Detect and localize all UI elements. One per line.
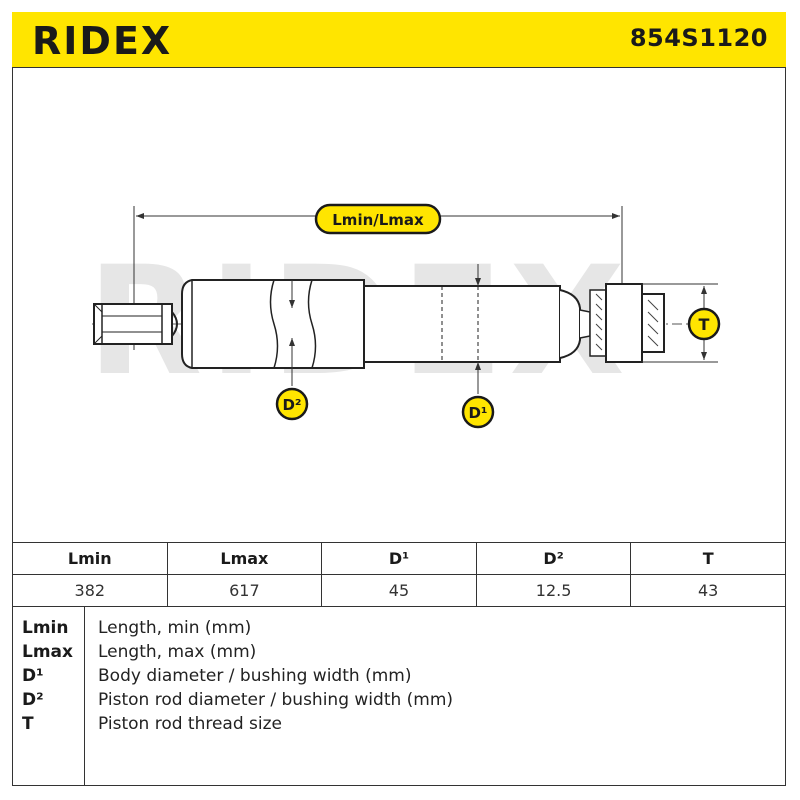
legend-desc-lmin: Length, min (mm)	[98, 618, 252, 638]
upper-tube	[363, 285, 591, 363]
value-lmin: 382	[12, 574, 168, 607]
length-arrow-right	[612, 213, 620, 219]
length-label-text: Lmin/Lmax	[332, 211, 424, 229]
d1-label: D¹	[461, 395, 495, 429]
legend-desc-d1: Body diameter / bushing width (mm)	[98, 666, 412, 686]
legend: Lmin Length, min (mm) Lmax Length, max (…	[12, 606, 786, 786]
d1-label-text: D¹	[468, 404, 487, 422]
part-number: 854S1120	[629, 24, 768, 52]
legend-code-lmax: Lmax	[22, 642, 73, 662]
legend-desc-d2: Piston rod diameter / bushing width (mm)	[98, 690, 454, 710]
header-bar: RIDEX 854S1120	[12, 12, 786, 68]
header-d1: D¹	[321, 542, 477, 575]
header-d2: D²	[475, 542, 632, 575]
value-lmax: 617	[166, 574, 323, 607]
t-label: T	[687, 307, 721, 341]
left-mount	[93, 303, 178, 345]
table-header-row: Lmin Lmax D¹ D² T	[12, 542, 786, 575]
body-tube	[181, 279, 365, 369]
header-lmin: Lmin	[12, 542, 168, 575]
value-d1: 45	[321, 574, 477, 607]
legend-code-d2: D²	[22, 690, 44, 710]
header-lmax: Lmax	[166, 542, 323, 575]
table-value-row: 382 617 45 12.5 43	[12, 574, 786, 607]
legend-code-d1: D¹	[22, 666, 44, 686]
header-t: T	[630, 542, 786, 575]
right-bushing	[589, 283, 665, 363]
legend-code-t: T	[22, 714, 34, 734]
ridex-logo: RIDEX	[32, 19, 172, 62]
shock-absorber-diagram: RIDEX Lmin/Lmax	[87, 203, 721, 429]
d2-label: D²	[275, 387, 309, 421]
logo-text: RIDEX	[32, 19, 172, 62]
dimension-table: Lmin Lmax D¹ D² T 382 617 45 12.5 43	[12, 542, 786, 607]
legend-desc-lmax: Length, max (mm)	[98, 642, 257, 662]
legend-code-lmin: Lmin	[22, 618, 69, 638]
legend-desc-t: Piston rod thread size	[98, 714, 283, 734]
value-d2: 12.5	[475, 574, 632, 607]
value-t: 43	[630, 574, 786, 607]
length-arrow-left	[136, 213, 144, 219]
legend-divider	[84, 606, 85, 786]
length-label: Lmin/Lmax	[314, 203, 442, 235]
t-label-text: T	[699, 315, 710, 334]
d2-label-text: D²	[282, 396, 301, 414]
